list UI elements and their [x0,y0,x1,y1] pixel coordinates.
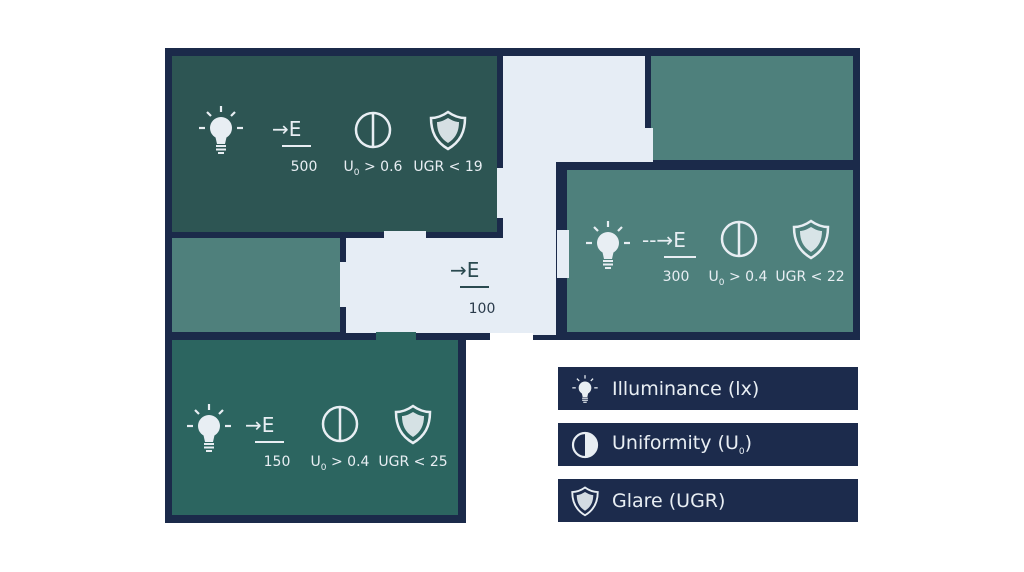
corridor-main[interactable] [346,238,556,333]
shield-icon [571,486,599,516]
legend-label: Glare (UGR) [612,489,726,512]
illuminance-symbol: →E [245,413,285,443]
bulb-icon [584,219,632,271]
glare-value: UGR < 19 [413,159,483,175]
illuminance-symbol: --→E [642,228,696,258]
glare-value: UGR < 22 [775,269,845,285]
shield-icon [792,219,830,260]
legend-illuminance: Illuminance (lx) [558,367,858,410]
door-gap [645,128,653,162]
uniformity-icon [321,405,359,443]
door-gap [340,262,348,307]
shield-icon [394,404,432,445]
bulb-icon [185,402,233,454]
uniformity-value: U0 > 0.4 [310,454,370,473]
uniformity-icon [354,111,392,149]
door-gap [490,333,533,341]
door-gap [376,332,416,342]
legend-label: Uniformity (U0) [612,432,753,457]
illuminance-value: 300 [662,269,690,285]
uniformity-icon [720,220,758,258]
room-storage-top-right[interactable] [651,56,853,160]
door-gap [497,168,505,218]
bulb-icon [197,104,245,156]
uniformity-value: U0 > 0.4 [708,269,768,288]
door-gap [384,231,426,239]
illuminance-value: 500 [290,159,318,175]
legend-label: Illuminance (lx) [612,377,760,400]
illuminance-symbol: →E [272,117,312,147]
glare-value: UGR < 25 [378,454,448,470]
legend-glare: Glare (UGR) [558,479,858,522]
e-label: E [261,413,275,437]
illuminance-value: 100 [468,301,496,317]
corridor-top[interactable] [503,56,645,162]
e-label: E [288,117,302,141]
shield-icon [429,110,467,151]
bulb-icon [571,374,599,403]
illuminance-symbol: →E [450,258,490,288]
half-circle-icon [571,431,599,458]
room-storage-left[interactable] [172,238,340,332]
e-label: E [466,258,480,282]
door-gap [557,230,569,278]
e-label: E [673,228,686,252]
illuminance-value: 150 [263,454,291,470]
uniformity-value: U0 > 0.6 [343,159,403,178]
legend-uniformity: Uniformity (U0) [558,423,858,466]
